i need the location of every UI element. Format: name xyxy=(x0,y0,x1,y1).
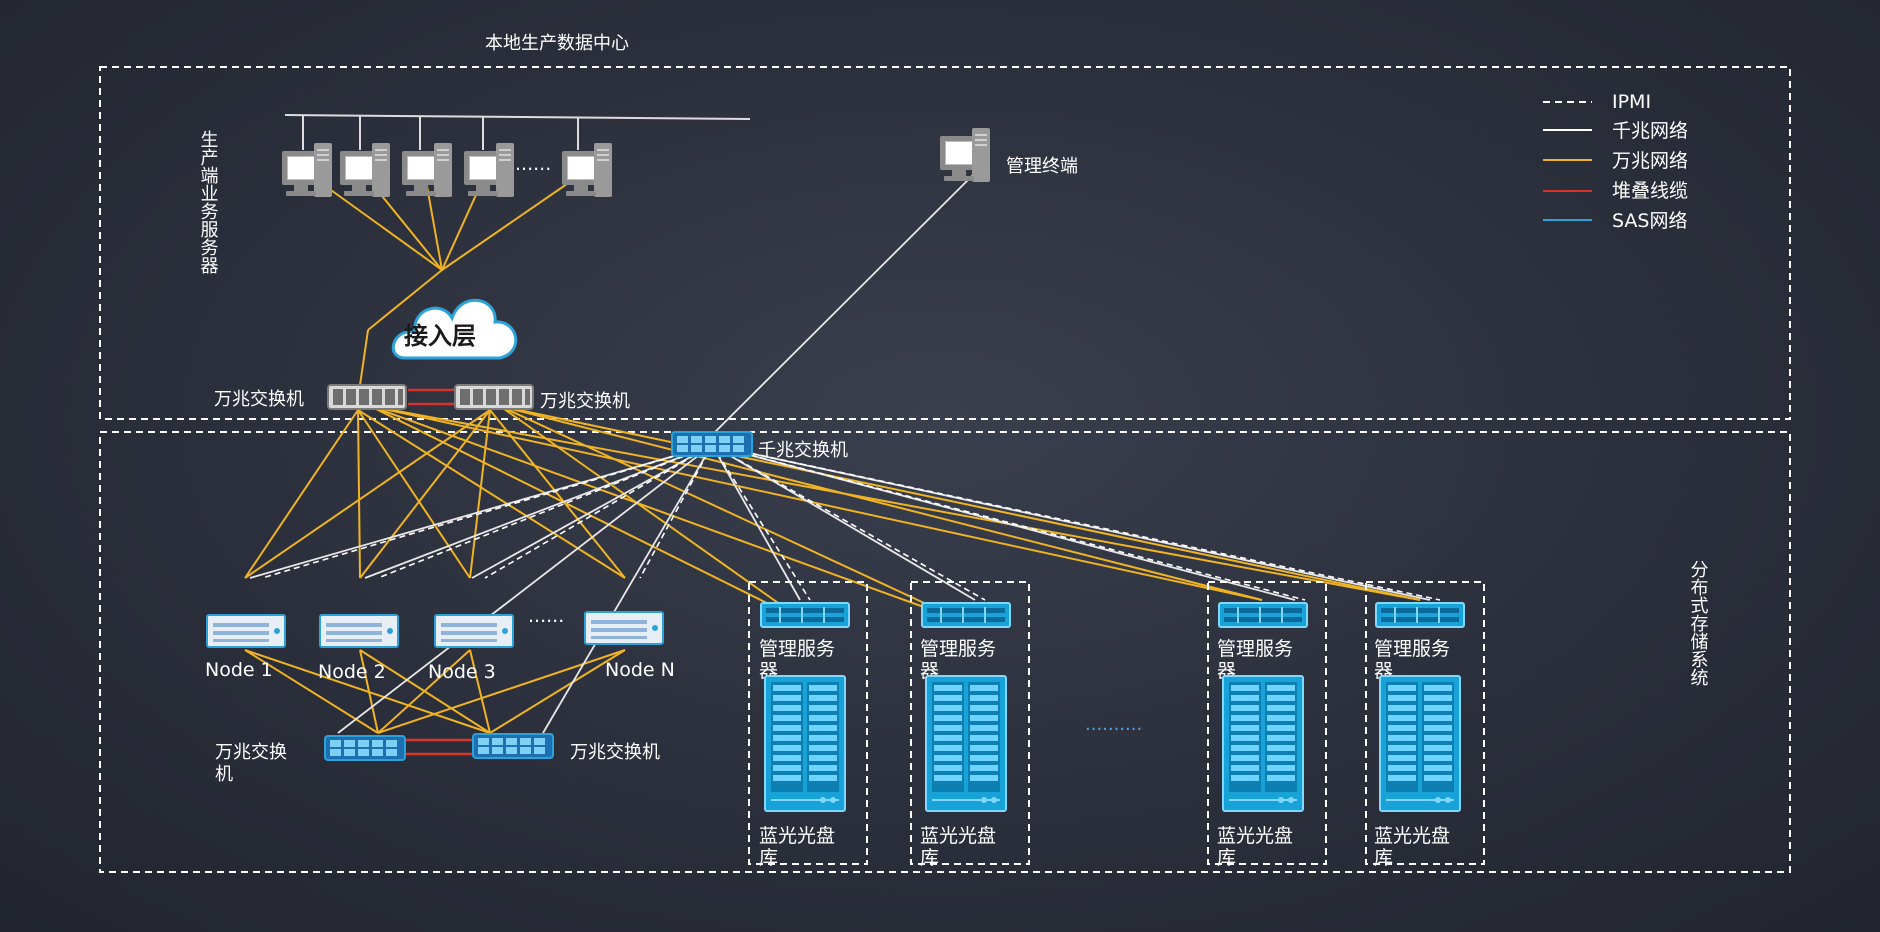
business-server xyxy=(402,143,452,197)
nodes-ellipsis: ...... xyxy=(528,605,564,627)
business-server xyxy=(562,143,612,197)
rack-library-label: 蓝光光盘 xyxy=(1374,825,1450,847)
business-server xyxy=(340,143,390,197)
legend-ipmi-label: IPMI xyxy=(1612,91,1651,113)
node-label: Node 3 xyxy=(428,661,496,683)
rack-server-label: 管理服务 xyxy=(759,638,835,660)
gigabit-switch-label: 千兆交换机 xyxy=(758,440,848,461)
bottom-switch-left-label: 万兆交换 xyxy=(215,742,287,763)
node-label: Node 1 xyxy=(205,659,273,681)
storage-rack: 管理服务 器 蓝光光盘 库 xyxy=(748,581,868,869)
ten-gigabit-switch-right xyxy=(454,384,534,410)
production-dc-border xyxy=(99,66,1791,420)
rack-library-label: 库 xyxy=(1217,847,1236,869)
gigabit-switch xyxy=(671,431,753,457)
switch-right-label: 万兆交换机 xyxy=(540,391,630,412)
bottom-switch-right-label: 万兆交换机 xyxy=(570,742,660,763)
management-terminal xyxy=(940,128,990,182)
distributed-storage-label: 分布式存储系统 xyxy=(1688,560,1709,686)
rack-library-label: 蓝光光盘 xyxy=(920,825,996,847)
node-label: Node N xyxy=(605,659,675,681)
storage-rack: 管理服务 器 蓝光光盘 库 xyxy=(1365,581,1485,869)
production-dc-title: 本地生产数据中心 xyxy=(485,33,629,54)
storage-node-3 xyxy=(434,614,514,648)
bottom-switch-left-label: 机 xyxy=(215,764,233,785)
ipmi-lines xyxy=(261,444,1441,601)
storage-rack: 管理服务 器 蓝光光盘 库 xyxy=(1207,581,1327,869)
business-server xyxy=(282,143,332,197)
bottom-switch-right xyxy=(472,733,554,759)
business-server xyxy=(464,143,514,197)
bottom-switch-left xyxy=(324,735,406,761)
legend-sas-label: SAS网络 xyxy=(1612,210,1687,232)
rack-library-label: 库 xyxy=(759,847,778,869)
server-bus xyxy=(284,114,751,150)
legend-gigabit-label: 千兆网络 xyxy=(1612,120,1688,142)
rack-library-label: 库 xyxy=(920,847,939,869)
racks-ellipsis: .......... xyxy=(1085,714,1142,735)
stack-cables xyxy=(402,388,473,756)
switch-left-label: 万兆交换机 xyxy=(214,389,304,410)
legend-stack-label: 堆叠线缆 xyxy=(1612,180,1688,202)
storage-node-2 xyxy=(319,614,399,648)
rack-server-label: 管理服务 xyxy=(920,638,996,660)
ten-gigabit-lines-top xyxy=(309,174,581,386)
rack-server-label: 管理服务 xyxy=(1374,638,1450,660)
storage-node-1 xyxy=(206,614,286,648)
rack-server-label: 管理服务 xyxy=(1217,638,1293,660)
storage-system-border xyxy=(99,431,1791,873)
storage-rack: 管理服务 器 蓝光光盘 库 xyxy=(910,581,1030,869)
rack-library-label: 库 xyxy=(1374,847,1393,869)
servers-ellipsis: ...... xyxy=(515,153,551,175)
node-label: Node 2 xyxy=(318,661,386,683)
rack-library-label: 蓝光光盘 xyxy=(1217,825,1293,847)
rack-library-label: 蓝光光盘 xyxy=(759,825,835,847)
ten-gigabit-switch-left xyxy=(327,384,407,410)
production-servers-label: 生产端业务服务器 xyxy=(198,130,219,274)
legend: IPMI 千兆网络 万兆网络 堆叠线缆 SAS网络 xyxy=(1543,91,1688,232)
management-terminal-label: 管理终端 xyxy=(1006,156,1078,177)
legend-ten-gigabit-label: 万兆网络 xyxy=(1612,150,1688,172)
access-layer-cloud: 接入层 xyxy=(391,298,518,360)
access-layer-label: 接入层 xyxy=(404,322,476,350)
storage-node-n xyxy=(584,611,664,645)
